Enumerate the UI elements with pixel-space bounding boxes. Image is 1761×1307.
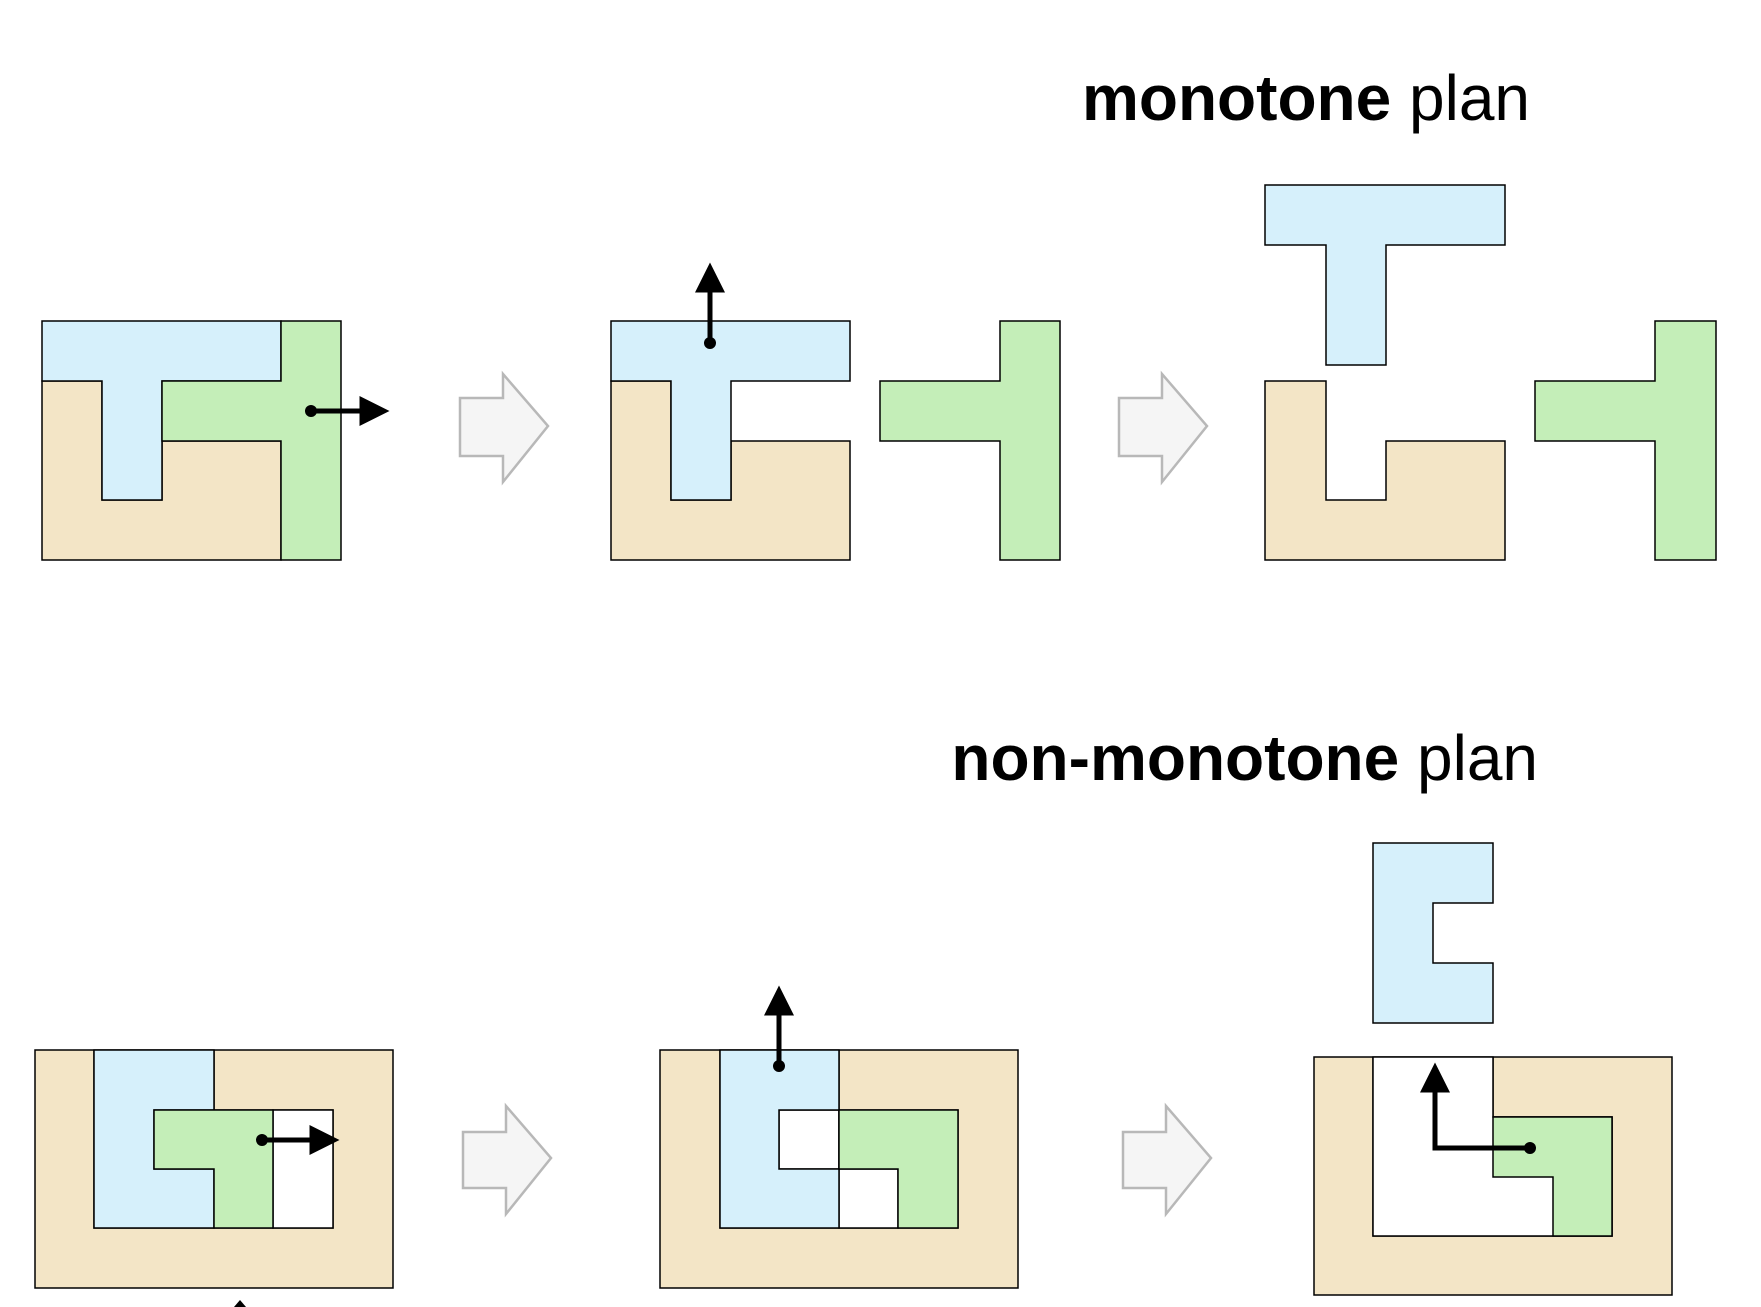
move-right-arrow [305,396,390,426]
non-monotone-step-1 [34,1049,394,1289]
blue-c-part [1372,842,1494,1024]
blue-t-part [610,320,851,501]
monotone-step-3 [1264,184,1717,561]
step-arrow [458,370,550,486]
plan-word: plan [1391,62,1530,134]
non-monotone-step-3 [1313,842,1673,1296]
empty-cell [778,1109,840,1170]
non-monotone-step-2 [659,985,1019,1289]
move-right-arrow [256,1125,340,1155]
green-part [838,1109,959,1229]
green-part [1534,320,1717,561]
empty-cell [272,1109,334,1229]
monotone-step-1 [41,320,390,561]
monotone-plan-title: monotone plan [1082,66,1530,130]
step-arrow [1121,1102,1213,1218]
blue-t-part [1264,184,1506,366]
empty-cell [838,1168,899,1229]
monotone-word: monotone [1081,62,1392,134]
monotone-step-2 [610,262,1061,561]
non-monotone-word: non-monotone [951,722,1400,794]
move-up-arrow [764,985,794,1072]
green-part [879,320,1061,561]
up-then-left-path-arrow [1420,1062,1536,1154]
non-monotone-plan-title: non-monotone plan [951,726,1538,790]
tan-part [1264,380,1506,561]
green-part [153,1109,274,1229]
move-up-arrow [695,262,725,349]
step-arrow [1117,370,1209,486]
cropped-arrow-tip [234,1300,246,1307]
plan-word: plan [1399,722,1538,794]
green-part [161,320,342,561]
step-arrow [461,1102,553,1218]
